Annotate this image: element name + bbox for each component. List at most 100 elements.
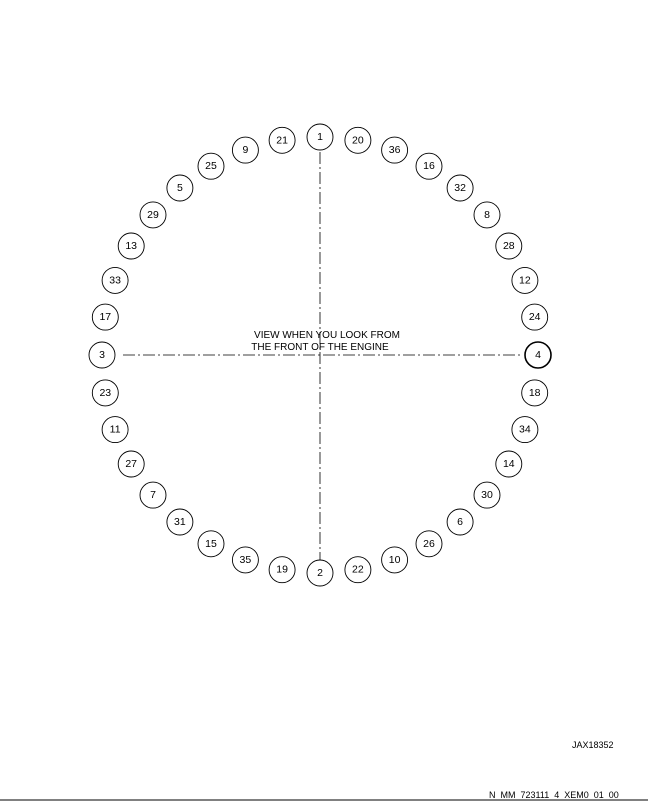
bolt-number: 29 [147,209,159,221]
bolt-circle [101,266,129,294]
bolt-number: 19 [276,564,288,576]
bolt-4: 4 [524,341,552,369]
bolt-circle [306,123,334,151]
bolt-circle [521,303,549,331]
bolt-18: 18 [521,379,549,407]
drawing-reference: JAX18352 [572,740,614,750]
bolt-circle [139,201,167,229]
bolt-number: 4 [535,349,541,361]
bolt-number: 21 [276,134,288,146]
bolt-circle [268,126,296,154]
bolt-32: 32 [446,174,474,202]
bolt-number: 12 [519,274,531,286]
bolt-number: 11 [110,424,121,436]
bolt-8: 8 [473,201,501,229]
bolt-number: 16 [423,160,435,172]
bolt-3: 3 [88,341,116,369]
bolt-circle [197,152,225,180]
bolt-5: 5 [166,174,194,202]
bolt-number: 23 [99,387,111,399]
bolt-36: 36 [381,136,409,164]
bolt-circle [446,508,474,536]
bolt-34: 34 [511,416,539,444]
bolt-circle [166,174,194,202]
bolt-27: 27 [117,450,145,478]
bolt-21: 21 [268,126,296,154]
bolt-circle [473,201,501,229]
bolt-22: 22 [344,556,372,584]
bolt-number: 6 [457,516,463,528]
bolt-circle [91,379,119,407]
bolt-circle [381,546,409,574]
bolt-23: 23 [91,379,119,407]
bolt-24: 24 [521,303,549,331]
bolt-circle [446,174,474,202]
bolt-circle [524,341,552,369]
bolt-number: 36 [389,144,401,156]
view-note-line-2: THE FRONT OF THE ENGINE [251,342,389,353]
bolt-number: 3 [99,349,105,361]
bolt-circle [166,508,194,536]
bolt-circle [117,450,145,478]
bolt-15: 15 [197,530,225,558]
bolt-number: 10 [389,554,401,566]
bolt-35: 35 [231,546,259,574]
bolt-6: 6 [446,508,474,536]
bolt-circle [381,136,409,164]
bolt-circle [415,530,443,558]
bolt-30: 30 [473,481,501,509]
bolt-26: 26 [415,530,443,558]
bolt-circle [306,559,334,587]
bolt-number: 9 [242,144,248,156]
sheet-reference: N_MM_723111_4_XEM0_01_00 [489,790,619,800]
bolt-circle [117,232,145,260]
bolt-number: 26 [423,538,435,550]
bolt-number: 35 [240,554,252,566]
bolt-number: 1 [317,131,323,143]
bolt-circle [415,152,443,180]
bolt-number: 14 [503,458,515,470]
bolt-number: 28 [503,240,515,252]
bolt-number: 13 [125,240,137,252]
bolt-circle [139,481,167,509]
bolt-circle [101,416,129,444]
bolt-13: 13 [117,232,145,260]
bolt-number: 18 [529,387,541,399]
bolt-circle [521,379,549,407]
bolt-number: 5 [177,182,183,194]
bolt-29: 29 [139,201,167,229]
bolt-number: 2 [317,567,323,579]
bolt-number: 24 [529,311,541,323]
bolt-number: 8 [484,209,490,221]
bolt-number: 27 [125,458,137,470]
bolt-circle [231,546,259,574]
bolt-number: 7 [150,489,156,501]
bolt-12: 12 [511,266,539,294]
bolt-circle [231,136,259,164]
bolt-33: 33 [101,266,129,294]
bolt-circle [344,556,372,584]
bolt-circle [511,266,539,294]
bolt-number: 31 [174,516,186,528]
bolt-20: 20 [344,126,372,154]
bolt-16: 16 [415,152,443,180]
bolt-number: 34 [519,424,531,436]
bolt-14: 14 [495,450,523,478]
bolt-circle [88,341,116,369]
bolt-2: 2 [306,559,334,587]
bolt-25: 25 [197,152,225,180]
bolt-9: 9 [231,136,259,164]
bolt-number: 15 [205,538,217,550]
bolt-circle [495,450,523,478]
bolt-circle [344,126,372,154]
view-note-line-1: VIEW WHEN YOU LOOK FROM [254,330,400,341]
bolt-circle [495,232,523,260]
bolt-19: 19 [268,556,296,584]
bolt-circle [91,303,119,331]
bolt-number: 22 [352,564,364,576]
bolt-circle [473,481,501,509]
bolt-circle [268,556,296,584]
bolt-circle [197,530,225,558]
